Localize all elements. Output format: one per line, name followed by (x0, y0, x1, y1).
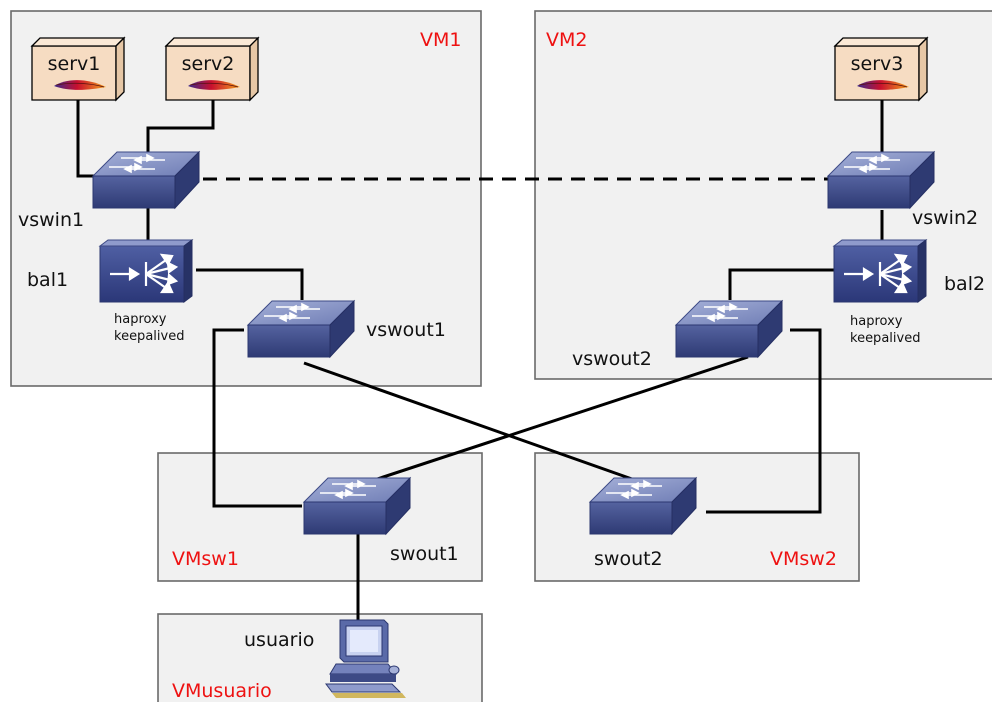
vswin1-label: vswin1 (18, 209, 84, 231)
vm2-label: VM2 (546, 29, 587, 51)
network-switch-icon (303, 477, 411, 535)
network-switch-icon (589, 477, 697, 535)
server-serv2: serv2 (165, 37, 259, 101)
vswout1-label: vswout1 (366, 319, 446, 341)
switch-swout2 (589, 477, 697, 535)
server-serv3: serv3 (834, 37, 928, 101)
desktop-computer-icon (325, 619, 406, 698)
usuario-label: usuario (244, 629, 314, 651)
load-balancer-icon (832, 238, 928, 304)
load-balancer-icon (98, 238, 194, 304)
vmusuario-box (157, 613, 483, 702)
swout1-label: swout1 (390, 543, 459, 565)
bal2-software-line1: haproxy (850, 314, 903, 329)
bal1-software-line1: haproxy (114, 312, 167, 327)
link-vswout2-swout2 (706, 328, 822, 514)
bal1-software-line2: keepalived (114, 329, 184, 344)
bal2-label: bal2 (944, 273, 985, 295)
vmusuario-label: VMusuario (172, 680, 272, 702)
network-switch-icon (827, 151, 935, 209)
swout2-label: swout2 (594, 548, 663, 570)
switch-vswout2 (675, 300, 783, 358)
switch-swout1 (303, 477, 411, 535)
link-vswout1-swout1 (212, 328, 302, 508)
link-bal1-vswout1 (196, 268, 304, 300)
vmsw2-box (534, 452, 860, 582)
vm1-label: VM1 (420, 29, 461, 51)
link-vswout2-swout1 (361, 355, 749, 486)
switch-vswout1 (247, 300, 355, 358)
bal1-label: bal1 (27, 269, 68, 291)
switch-vswin2 (827, 151, 935, 209)
serv3-label: serv3 (851, 53, 904, 75)
switch-vswin1 (92, 151, 200, 209)
link-serv2-vswin1 (146, 96, 215, 156)
vmsw1-label: VMsw1 (172, 548, 239, 570)
network-switch-icon (675, 300, 783, 358)
server-serv1: serv1 (31, 37, 125, 101)
vswin2-label: vswin2 (912, 207, 978, 229)
serv2-label: serv2 (182, 53, 235, 75)
vmsw2-label: VMsw2 (770, 548, 837, 570)
balancer-bal2 (832, 238, 928, 304)
vswout2-label: vswout2 (572, 348, 652, 370)
link-vswout1-swout2 (303, 361, 647, 486)
balancer-bal1 (98, 238, 194, 304)
network-switch-icon (92, 151, 200, 209)
link-serv1-vswin1 (76, 96, 94, 178)
link-bal2-vswout2 (728, 268, 834, 300)
bal2-software-line2: keepalived (850, 331, 920, 346)
serv1-label: serv1 (48, 53, 101, 75)
network-switch-icon (247, 300, 355, 358)
links (76, 96, 884, 622)
host-usuario (325, 619, 406, 698)
